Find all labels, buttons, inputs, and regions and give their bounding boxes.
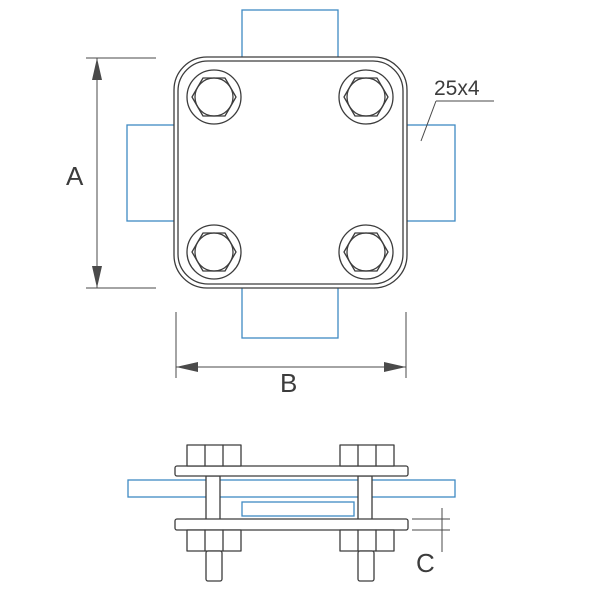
side-strip-crossing <box>241 501 355 517</box>
side-nut-bottom-left <box>186 529 242 552</box>
side-view: C <box>127 444 456 582</box>
dimension-c-label: C <box>416 548 435 578</box>
clamp-plate-inner-edge <box>177 60 404 285</box>
dimension-b-label: B <box>280 368 297 398</box>
side-strip-horizontal <box>127 479 456 498</box>
dimension-a <box>86 57 156 289</box>
dimension-a-label: A <box>66 161 84 191</box>
dimension-b <box>175 312 407 378</box>
side-bottom-plate <box>174 518 409 531</box>
clamp-plate <box>173 56 408 289</box>
strip-size-leader <box>420 100 494 142</box>
side-bolt-end-left <box>205 550 223 582</box>
strip-bottom <box>241 284 339 339</box>
strip-right <box>404 124 456 222</box>
dimension-c <box>412 508 450 552</box>
strip-size-label: 25x4 <box>434 77 480 100</box>
side-top-plate <box>174 465 409 477</box>
side-nut-bottom-right <box>339 529 395 552</box>
strip-top <box>241 9 339 61</box>
side-bolt-end-right <box>357 550 375 582</box>
top-view: A B 25x4 <box>66 9 494 398</box>
side-nut-top-right <box>339 444 395 467</box>
strip-left <box>126 124 178 222</box>
side-nut-top-left <box>186 444 242 467</box>
